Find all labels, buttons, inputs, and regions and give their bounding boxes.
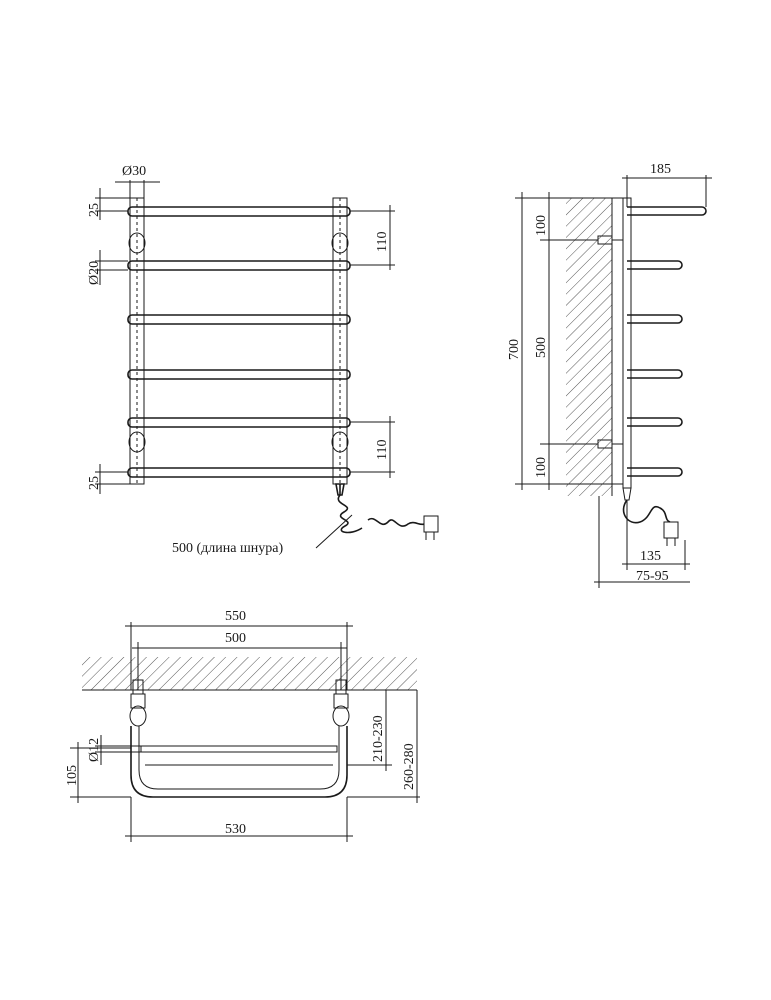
side-rail-hooks — [627, 206, 707, 477]
front-rails — [127, 206, 351, 478]
dim-outer-width: 550 — [225, 609, 246, 624]
top-outer-u-rail — [130, 726, 348, 798]
side-wall — [566, 198, 612, 496]
dim-bottom-offset: 25 — [87, 476, 102, 490]
top-left-tube — [130, 693, 146, 709]
dim-bottom-spacing: 110 — [375, 440, 390, 460]
top-shelf-rail — [140, 745, 338, 753]
dim-top-mount: 100 — [534, 215, 549, 236]
dim-depth-inner: 210-230 — [371, 715, 386, 762]
cord-length-note: 500 (длина шнура) — [172, 541, 283, 556]
top-view: 550 500 530 Ø12 105 210-230 260-280 — [65, 609, 420, 842]
dim-bottom-mount: 100 — [534, 457, 549, 478]
dim-depth: 185 — [650, 162, 671, 177]
dim-top-spacing: 110 — [375, 232, 390, 252]
dim-height: 700 — [507, 339, 522, 360]
dim-mount-spacing: 500 — [534, 337, 549, 358]
dim-top-offset: 25 — [87, 203, 102, 217]
dim-mount-width: 500 — [225, 631, 246, 646]
dim-depth-outer: 260-280 — [402, 743, 417, 790]
dim-rail-diameter: Ø20 — [87, 261, 102, 285]
dim-shelf-height: 105 — [65, 765, 80, 786]
side-heater-cord — [622, 487, 679, 546]
front-mount-brackets — [128, 232, 349, 453]
top-right-tube — [333, 693, 349, 709]
dim-tube-diameter: Ø30 — [122, 164, 146, 179]
top-inner-u-rail — [138, 726, 340, 790]
top-wall — [82, 657, 417, 690]
dim-shelf-rail-diameter: Ø12 — [87, 738, 102, 762]
dim-wall-gap: 75-95 — [636, 569, 669, 584]
dim-plug-offset: 135 — [640, 549, 661, 564]
front-heater-cord — [335, 483, 439, 540]
side-view: 185 700 100 500 100 135 75-95 — [507, 162, 712, 588]
side-tube — [622, 197, 632, 489]
dim-bottom-width: 530 — [225, 822, 246, 837]
front-view: Ø30 25 Ø20 110 110 25 500 (длина шнура) — [87, 164, 439, 556]
